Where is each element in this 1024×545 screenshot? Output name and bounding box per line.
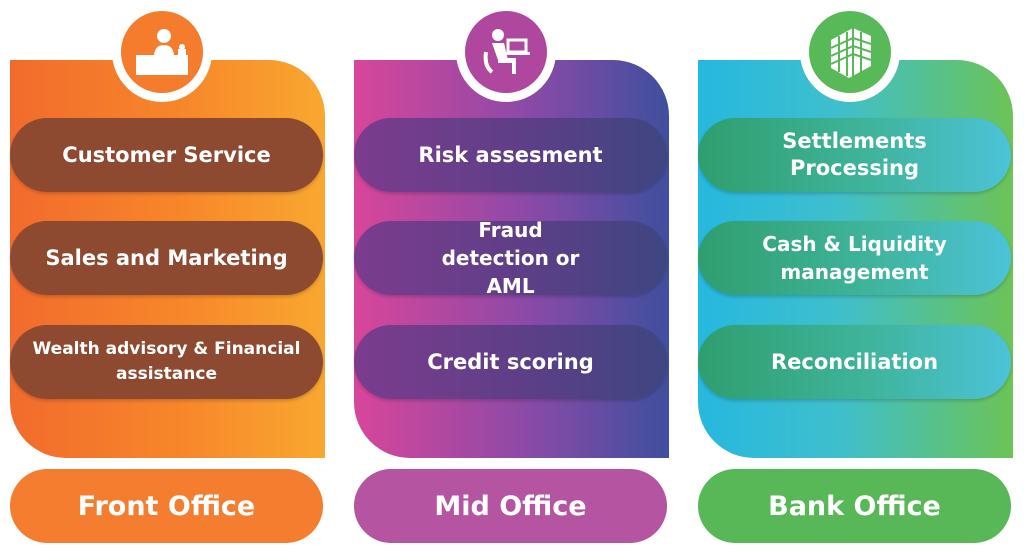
bank-office-column: Settlements Processing Cash & Liquidity … xyxy=(698,0,1013,545)
front-office-item-3: Wealth advisory & Financial assistance xyxy=(10,325,323,399)
receptionist-desk-icon xyxy=(136,29,188,75)
mid-office-icon-badge xyxy=(456,2,556,102)
office-building-icon xyxy=(830,28,872,78)
front-office-item-1: Customer Service xyxy=(10,118,323,192)
mid-office-item-3: Credit scoring xyxy=(354,325,667,399)
bank-office-item-3: Reconciliation xyxy=(698,325,1011,399)
bank-office-item-1: Settlements Processing xyxy=(698,118,1011,192)
bank-office-label: Bank Office xyxy=(698,469,1011,543)
bank-office-item-2: Cash & Liquidity management xyxy=(698,221,1011,295)
front-office-icon-badge xyxy=(112,2,212,102)
mid-office-item-2: Fraud detection or AML xyxy=(354,218,667,298)
mid-office-item-1: Risk assesment xyxy=(354,118,667,192)
front-office-label: Front Office xyxy=(10,469,323,543)
front-office-item-2: Sales and Marketing xyxy=(10,221,323,295)
mid-office-label: Mid Office xyxy=(354,469,667,543)
front-office-column: Customer Service Sales and Marketing Wea… xyxy=(10,0,325,545)
person-at-computer-icon xyxy=(483,29,530,74)
bank-office-icon-badge xyxy=(800,2,900,102)
mid-office-column: Risk assesment Fraud detection or AML Cr… xyxy=(354,0,669,545)
